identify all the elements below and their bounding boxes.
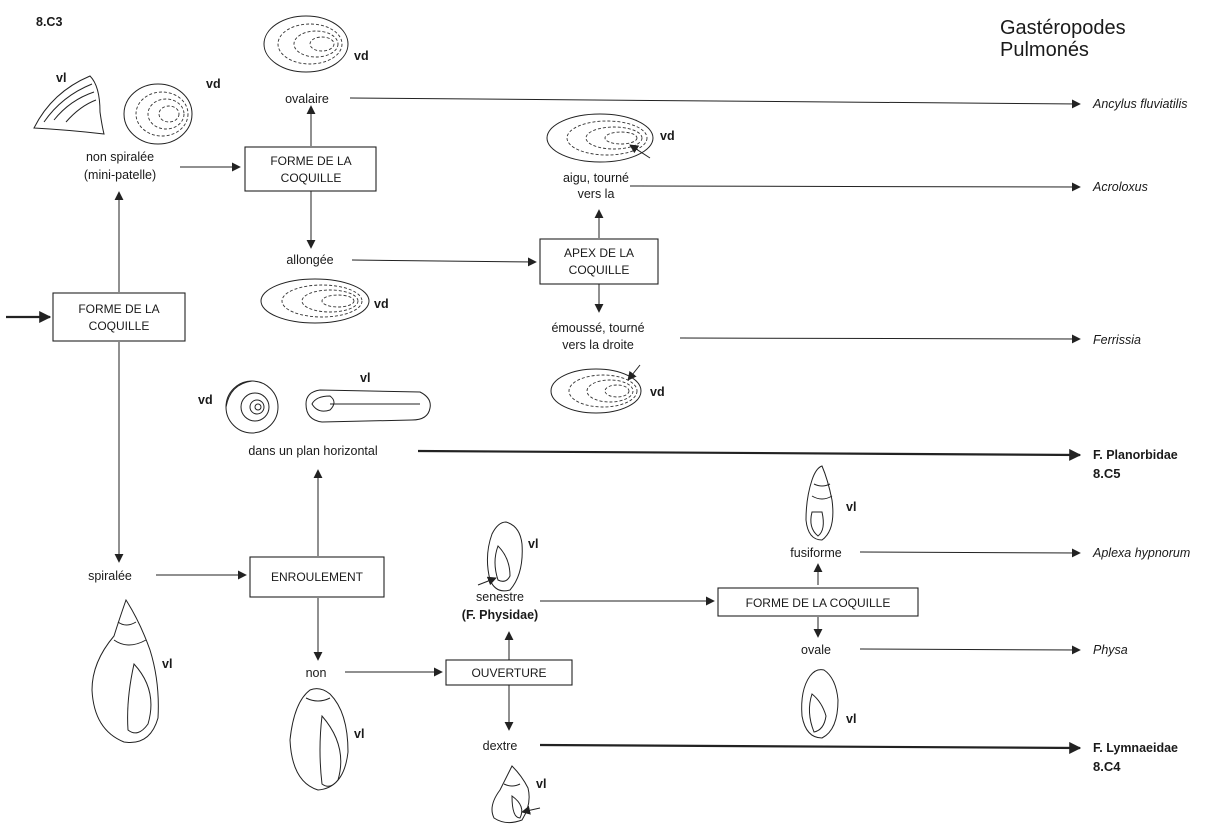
planorbis-dorsal-illustration: vd [198, 380, 279, 434]
label-dextre: dextre [483, 739, 518, 753]
taxon-physa: Physa [1093, 643, 1128, 657]
limpet-lateral-illustration: vl [33, 71, 105, 135]
svg-text:vd: vd [660, 129, 675, 143]
planorbis-lateral-illustration: vl [305, 371, 431, 423]
label-non: non [306, 666, 327, 680]
page-code: 8.C3 [36, 15, 62, 29]
svg-text:vl: vl [528, 537, 538, 551]
svg-text:vl: vl [536, 777, 546, 791]
physa-shell-illustration: vl [801, 669, 856, 739]
ancylus-shell-illustration: vd [263, 15, 369, 73]
lymnaea-lateral-illustration: vl [91, 598, 172, 743]
taxon-ferrissia: Ferrissia [1093, 333, 1141, 347]
svg-text:vl: vl [360, 371, 370, 385]
allongee-shell-illustration: vd [260, 278, 389, 324]
svg-text:vl: vl [846, 712, 856, 726]
label-spiralee: spiralée [88, 569, 132, 583]
dextre-shell-illustration: vl [491, 765, 546, 824]
svg-text:vl: vl [162, 657, 172, 671]
box-forme-top: FORME DE LA COQUILLE [244, 146, 377, 192]
box-enroulement: ENROULEMENT [249, 556, 385, 598]
taxon-aplexa: Aplexa hypnorum [1092, 546, 1190, 560]
svg-text:vl: vl [354, 727, 364, 741]
svg-text:FORME DE LA: FORME DE LA [78, 302, 159, 316]
label-emousse-1: émoussé, tourné [551, 321, 644, 335]
svg-text:vd: vd [650, 385, 665, 399]
label-fusiforme: fusiforme [790, 546, 841, 560]
box-apex: APEX DE LA COQUILLE [539, 238, 659, 285]
svg-text:vd: vd [374, 297, 389, 311]
label-allongee: allongée [286, 253, 333, 267]
label-aigu-2: vers la [578, 187, 615, 201]
svg-text:vd: vd [354, 49, 369, 63]
taxon-planorbidae: F. Planorbidae [1093, 448, 1178, 462]
page-title-line1: Gastéropodes [1000, 17, 1126, 39]
taxon-ancylus: Ancylus fluviatilis [1092, 97, 1187, 111]
label-emousse-2: vers la droite [562, 338, 634, 352]
taxon-acroloxus: Acroloxus [1092, 180, 1148, 194]
label-ovale: ovale [801, 643, 831, 657]
label-aigu-1: aigu, tourné [563, 171, 629, 185]
aplexa-shell-illustration: vl [805, 465, 856, 541]
physidae-shell-illustration: vl [477, 521, 538, 592]
svg-text:FORME DE LA: FORME DE LA [270, 154, 351, 168]
svg-text:vd: vd [198, 393, 213, 407]
svg-text:COQUILLE: COQUILLE [89, 319, 150, 333]
svg-text:COQUILLE: COQUILLE [281, 171, 342, 185]
svg-text:vd: vd [206, 77, 221, 91]
label-mini-patelle: (mini-patelle) [84, 168, 156, 182]
svg-text:vl: vl [846, 500, 856, 514]
taxon-lymnaeidae: F. Lymnaeidae [1093, 741, 1178, 755]
box-forme-physidae: FORME DE LA COQUILLE [717, 587, 919, 617]
svg-text:FORME DE LA COQUILLE: FORME DE LA COQUILLE [746, 596, 891, 610]
label-plan-horizontal: dans un plan horizontal [248, 444, 377, 458]
label-ovalaire: ovalaire [285, 92, 329, 106]
label-senestre: senestre [476, 590, 524, 604]
taxon-planorbidae-code: 8.C5 [1093, 466, 1120, 481]
ferrissia-shell-illustration: vd [550, 364, 665, 414]
svg-text:COQUILLE: COQUILLE [569, 263, 630, 277]
limpet-dorsal-illustration: vd [123, 77, 221, 145]
acroloxus-shell-illustration: vd [546, 113, 675, 163]
svg-text:OUVERTURE: OUVERTURE [471, 666, 546, 680]
svg-text:vl: vl [56, 71, 66, 85]
box-ouverture: OUVERTURE [445, 659, 573, 686]
svg-text:APEX DE LA: APEX DE LA [564, 246, 634, 260]
non-planar-shell-illustration: vl [289, 688, 364, 791]
box-forme-root: FORME DE LA COQUILLE [52, 292, 186, 342]
taxon-lymnaeidae-code: 8.C4 [1093, 759, 1121, 774]
label-non-spiralee: non spiralée [86, 150, 154, 164]
svg-text:ENROULEMENT: ENROULEMENT [271, 570, 364, 584]
page-title-line2: Pulmonés [1000, 39, 1089, 61]
label-physidae: (F. Physidae) [462, 608, 538, 622]
